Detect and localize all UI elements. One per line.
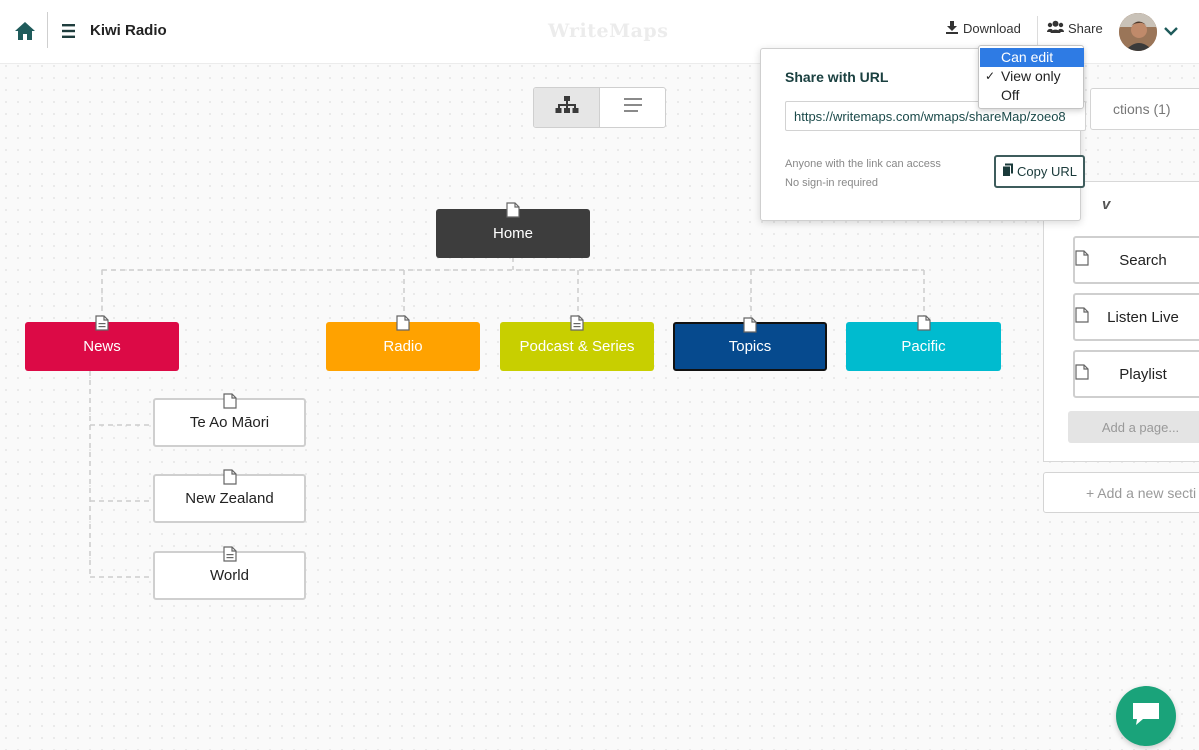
panel-item-label: Playlist xyxy=(1119,365,1167,383)
brand-logo: WriteMaps xyxy=(548,20,669,42)
share-label: Share xyxy=(1068,21,1103,36)
page-icon xyxy=(506,202,520,218)
node-label: World xyxy=(210,567,249,584)
share-url-field[interactable] xyxy=(785,101,1086,131)
download-label: Download xyxy=(963,21,1021,36)
page-text-icon xyxy=(95,315,109,331)
list-view-button[interactable] xyxy=(600,88,665,127)
node-label: News xyxy=(83,338,121,355)
tree-view-button[interactable] xyxy=(534,88,600,127)
sections-button[interactable]: ctions (1) xyxy=(1090,88,1199,130)
header-separator xyxy=(1037,16,1038,46)
page-icon xyxy=(222,393,237,409)
panel-item-label: Search xyxy=(1119,251,1167,269)
node-label: Radio xyxy=(383,338,423,355)
copy-icon xyxy=(1002,163,1014,180)
page-node-new-zealand[interactable]: New Zealand xyxy=(153,469,306,523)
user-avatar[interactable] xyxy=(1119,13,1157,51)
panel-page-listen-live[interactable]: Listen Live xyxy=(1073,293,1199,341)
page-node-podcast-series[interactable]: Podcast & Series xyxy=(500,315,654,371)
chat-bubble-icon xyxy=(1131,701,1161,732)
page-node-world[interactable]: World xyxy=(153,546,306,600)
page-icon xyxy=(743,317,757,333)
page-node-news[interactable]: News xyxy=(25,315,179,371)
share-note-access: Anyone with the link can access xyxy=(785,158,941,170)
page-text-icon xyxy=(222,546,237,562)
download-icon xyxy=(945,20,959,37)
page-icon xyxy=(396,315,410,331)
panel-item-label: Listen Live xyxy=(1107,308,1179,326)
node-label: Pacific xyxy=(901,338,946,355)
page-text-icon xyxy=(570,315,584,331)
copy-url-button[interactable]: Copy URL xyxy=(994,155,1085,188)
panel-page-search[interactable]: Search xyxy=(1073,236,1199,284)
section-heading: v xyxy=(1102,196,1111,213)
permission-option-can-edit[interactable]: Can edit xyxy=(980,48,1084,67)
panel-page-playlist[interactable]: Playlist xyxy=(1073,350,1199,398)
page-icon xyxy=(916,315,931,331)
node-label: Home xyxy=(492,225,533,242)
checkmark-icon: ✓ xyxy=(985,69,996,83)
add-section-button[interactable]: + Add a new secti xyxy=(1043,472,1199,513)
chevron-down-icon[interactable] xyxy=(1163,24,1179,36)
page-icon xyxy=(1075,250,1089,266)
add-page-button[interactable]: Add a page... xyxy=(1068,411,1199,443)
node-label: New Zealand xyxy=(185,490,274,507)
option-label: Off xyxy=(1001,87,1020,103)
option-label: Can edit xyxy=(1001,49,1054,65)
permission-dropdown: Can edit ✓ View only Off xyxy=(978,45,1084,109)
page-node-pacific[interactable]: Pacific xyxy=(846,315,1001,371)
list-icon xyxy=(623,97,642,118)
node-label: Podcast & Series xyxy=(519,338,635,355)
node-label: Topics xyxy=(728,338,772,355)
chat-button[interactable] xyxy=(1116,686,1176,746)
page-icon xyxy=(1075,307,1089,323)
page-icon xyxy=(1075,364,1089,380)
share-note-signin: No sign-in required xyxy=(785,177,878,189)
hamburger-icon[interactable] xyxy=(60,21,80,41)
share-popover-title: Share with URL xyxy=(785,69,889,85)
permission-option-view-only[interactable]: ✓ View only xyxy=(980,67,1084,86)
node-label: Te Ao Māori xyxy=(189,414,270,431)
project-title[interactable]: Kiwi Radio xyxy=(90,22,167,39)
option-label: View only xyxy=(1001,68,1061,84)
users-icon xyxy=(1047,20,1064,37)
view-toggle xyxy=(533,87,666,128)
page-node-te-ao-maori[interactable]: Te Ao Māori xyxy=(153,393,306,447)
page-icon xyxy=(222,469,237,485)
permission-option-off[interactable]: Off xyxy=(980,86,1084,105)
download-button[interactable]: Download xyxy=(945,20,1021,37)
top-bar: Kiwi Radio WriteMaps Download Share xyxy=(0,0,1199,64)
home-icon[interactable] xyxy=(12,18,38,44)
page-node-topics[interactable]: Topics xyxy=(673,317,827,371)
share-popover: Share with URL Anyone with the link can … xyxy=(760,48,1086,221)
copy-url-label: Copy URL xyxy=(1017,164,1077,179)
page-node-radio[interactable]: Radio xyxy=(326,315,480,371)
share-button[interactable]: Share xyxy=(1047,20,1103,37)
header-divider xyxy=(47,12,48,48)
page-node-home[interactable]: Home xyxy=(436,202,590,258)
sitemap-icon xyxy=(555,96,579,119)
